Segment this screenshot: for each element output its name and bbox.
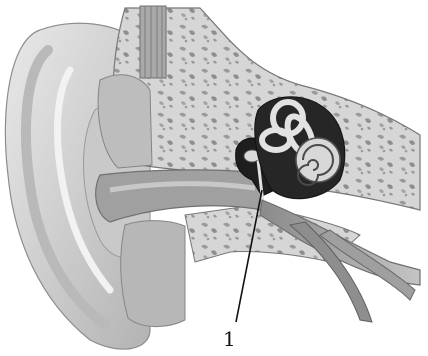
- canal-cartilage-lower: [121, 221, 185, 327]
- callout-label-1: 1: [223, 327, 236, 351]
